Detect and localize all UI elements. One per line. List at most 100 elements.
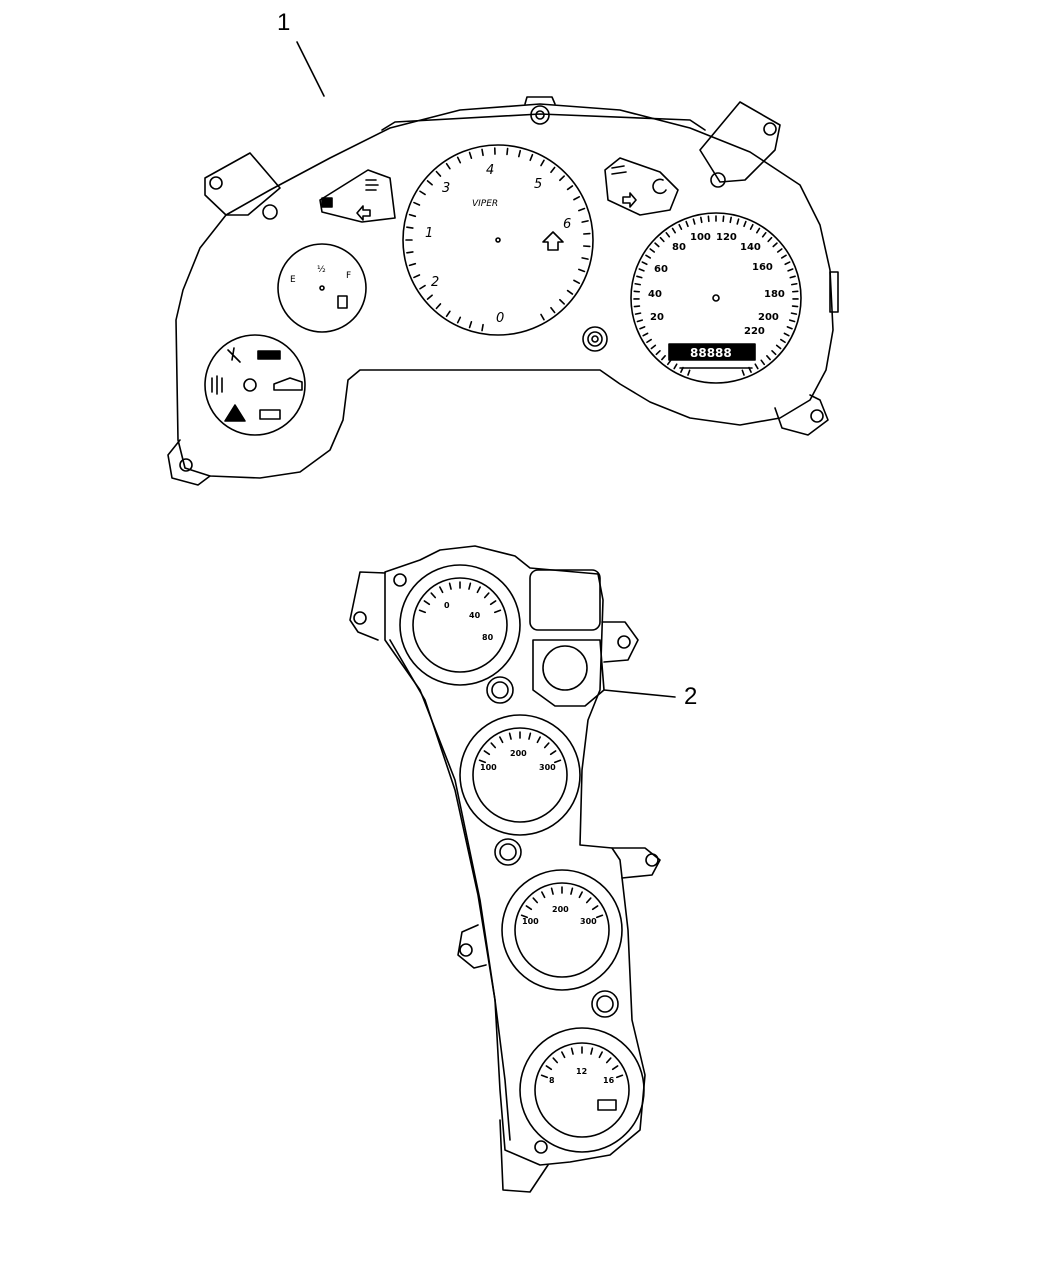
speedo-tick xyxy=(760,359,765,366)
aux-gauge-tick xyxy=(476,586,481,594)
speedo-label-200: 200 xyxy=(758,312,779,323)
aux-gauge-tick xyxy=(520,914,529,919)
speedo-tick xyxy=(700,216,703,224)
tach-tick xyxy=(506,147,509,156)
pod-switch-knob[interactable] xyxy=(542,645,588,691)
tach-tick xyxy=(540,313,545,321)
aux-gauge-tick xyxy=(448,582,452,590)
trip-reset-knob[interactable] xyxy=(582,326,608,352)
tach-tick xyxy=(573,196,581,201)
hood-open-icon xyxy=(273,377,303,391)
tach-tick xyxy=(540,159,545,167)
battery-icon xyxy=(597,1099,617,1111)
speedo-tick xyxy=(678,223,683,230)
speedo-tick xyxy=(771,350,777,356)
fog-light-icon xyxy=(611,165,627,175)
aux-gauge-tick xyxy=(528,732,532,740)
speedo-label-80: 80 xyxy=(672,242,686,253)
speedo-tick xyxy=(791,305,799,308)
speedo-tick xyxy=(741,369,745,376)
tach-label-2: 2 xyxy=(431,275,439,290)
mounting-tab-bottom-left xyxy=(167,439,211,486)
speedo-tick xyxy=(634,282,641,286)
side-bracket-right xyxy=(829,271,839,313)
tach-tick xyxy=(559,298,565,305)
tach-tick xyxy=(426,180,433,186)
cruise-icon xyxy=(652,178,667,195)
speedo-tick xyxy=(687,369,691,376)
mounting-tab-top-right xyxy=(699,101,781,188)
tach-tick xyxy=(550,166,556,174)
pod-fastener-2 xyxy=(494,838,522,866)
warning-lamp-cluster xyxy=(204,334,306,436)
tach-label-3: 3 xyxy=(442,181,450,196)
oil-temp-tick-200: 200 xyxy=(510,749,527,758)
cluster-housing xyxy=(175,103,834,479)
fuel-pump-icon xyxy=(337,295,348,309)
speedometer: 100 120 140 80 160 60 180 40 200 20 220 … xyxy=(630,212,802,384)
tach-tick xyxy=(419,190,426,196)
speedo-label-60: 60 xyxy=(654,264,668,275)
speedo-tick xyxy=(639,326,646,330)
leader-line-2 xyxy=(603,689,676,698)
tach-label-5: 5 xyxy=(534,177,542,192)
pod-switch-housing xyxy=(529,569,605,707)
volt-tick-16: 16 xyxy=(603,1076,615,1085)
coolant-tick-200: 200 xyxy=(552,905,569,914)
speedo-tick xyxy=(642,332,649,337)
aux-gauge-tick xyxy=(561,1051,566,1059)
main-instrument-cluster: E ½ F 1 2 3 4 5 6 0 VIPER xyxy=(167,96,839,486)
brake-warning-icon xyxy=(257,350,281,360)
speedo-tick xyxy=(673,363,678,370)
speedo-tick xyxy=(772,242,778,248)
tach-tick xyxy=(413,201,421,206)
aux-gauge-tick xyxy=(595,914,604,919)
aux-gauge-tick xyxy=(499,736,504,744)
speedo-tick xyxy=(767,236,773,243)
tachometer-ticks xyxy=(405,147,591,332)
tach-tick xyxy=(573,279,581,284)
tach-tick xyxy=(578,207,586,212)
fuel-tick-half: ½ xyxy=(317,265,326,275)
speedo-tick xyxy=(780,254,787,259)
cluster-top-visor xyxy=(381,113,706,131)
tach-tick xyxy=(408,213,417,218)
speedo-label-20: 20 xyxy=(650,312,664,323)
aux-gauge-tick xyxy=(570,1047,574,1055)
speedo-tick xyxy=(646,338,652,344)
aux-gauge-tick xyxy=(536,736,541,744)
tach-tick xyxy=(456,316,462,324)
tach-tick xyxy=(518,149,522,158)
speedo-tick xyxy=(766,355,771,361)
tach-tick xyxy=(413,274,421,279)
speedo-tick xyxy=(641,261,648,266)
tachometer: 1 2 3 4 5 6 0 VIPER xyxy=(402,144,594,336)
speedo-tick xyxy=(743,220,747,228)
fuel-gauge: E ½ F xyxy=(277,243,367,333)
tach-label-1: 1 xyxy=(425,226,433,241)
speedo-label-160: 160 xyxy=(752,262,773,273)
pod-bracket-right-lower xyxy=(611,847,661,879)
tach-tick xyxy=(456,156,462,164)
aux-gauge-tick xyxy=(552,1057,559,1064)
speedo-label-220: 220 xyxy=(744,326,765,337)
tach-tick xyxy=(406,251,414,254)
speedo-tick xyxy=(736,218,740,225)
pod-fastener-1 xyxy=(486,676,514,704)
aux-gauge-tick xyxy=(549,750,557,756)
aux-gauge-tick xyxy=(605,1057,612,1064)
pod-bracket-left-lower xyxy=(457,924,487,969)
mounting-tab-bottom-right xyxy=(774,394,829,436)
tach-tick xyxy=(445,310,451,318)
aux-gauge-tick xyxy=(525,905,533,911)
tach-tick xyxy=(481,148,484,157)
tach-tick xyxy=(566,289,574,295)
turn-left-arrow-icon xyxy=(356,205,371,221)
speedo-tick xyxy=(791,282,798,286)
aux-gauge-tick xyxy=(489,600,497,606)
aux-gauge-tick xyxy=(483,750,491,756)
pod-bracket-bottom xyxy=(499,1119,549,1193)
speedometer-ticks xyxy=(633,215,799,376)
aux-gauge-tick xyxy=(590,1047,594,1055)
speedo-label-40: 40 xyxy=(648,289,662,300)
